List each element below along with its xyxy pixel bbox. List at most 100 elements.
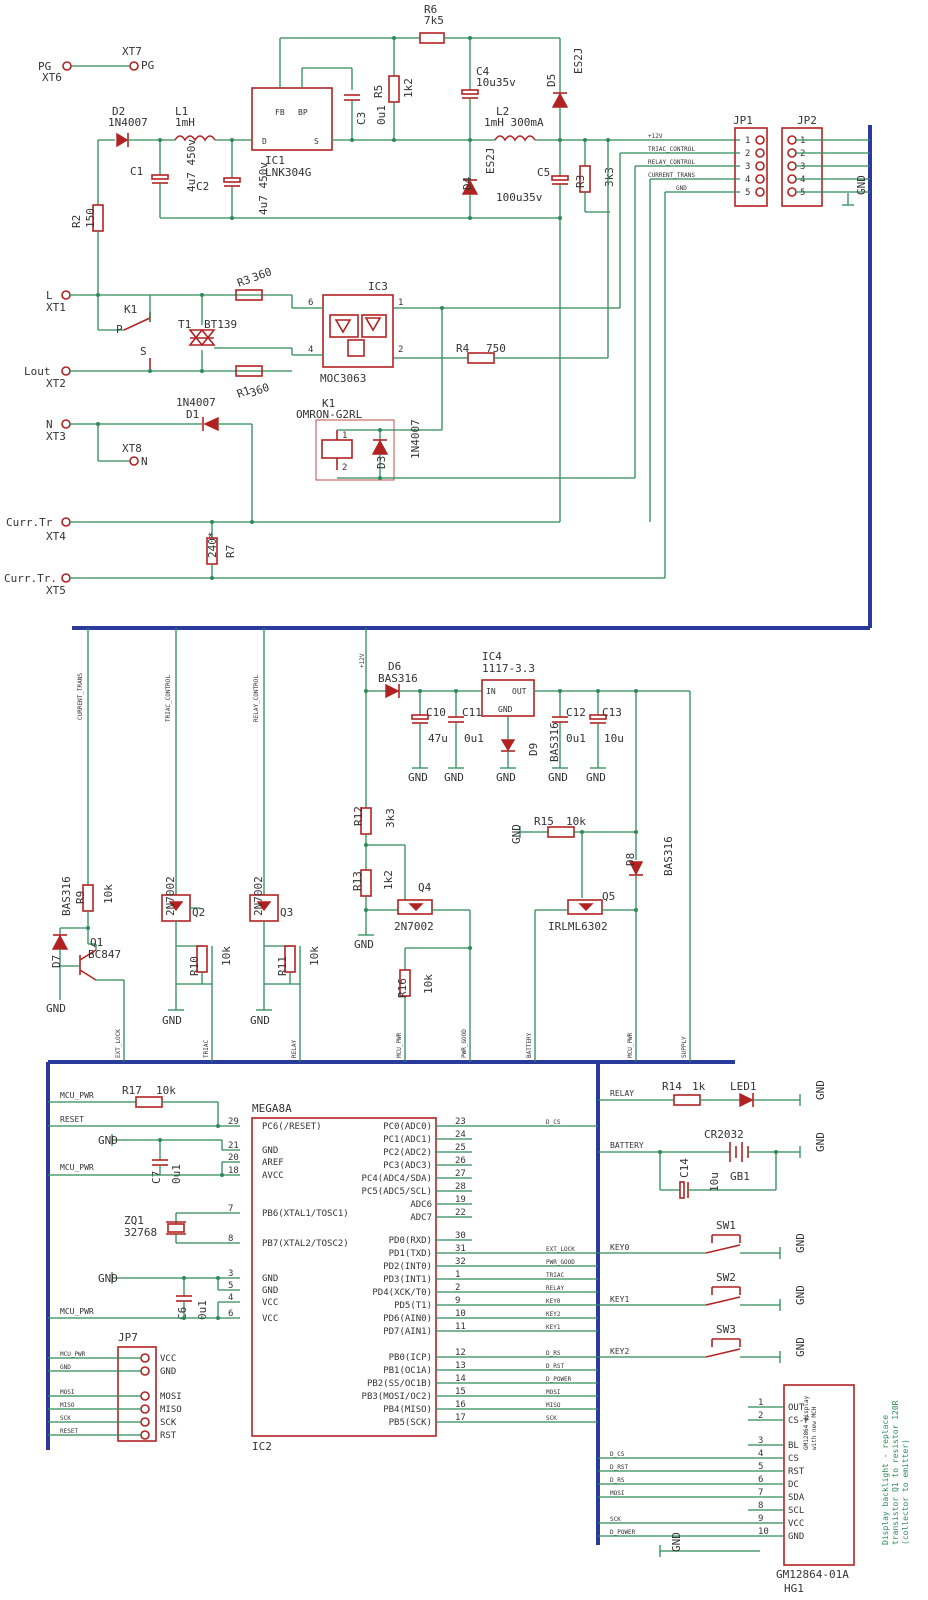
- svg-text:Curr.Tr: Curr.Tr: [6, 516, 53, 529]
- svg-text:LNK304G: LNK304G: [265, 166, 311, 179]
- svg-text:P: P: [116, 323, 123, 336]
- svg-text:D8: D8: [624, 853, 637, 866]
- svg-text:10u: 10u: [604, 732, 624, 745]
- svg-text:2: 2: [342, 463, 347, 473]
- svg-text:BC847: BC847: [88, 948, 121, 961]
- svg-text:R15: R15: [534, 815, 554, 828]
- svg-text:4u7 450v: 4u7 450v: [257, 162, 270, 215]
- ic2-pin-num: 14: [455, 1374, 466, 1384]
- jp2-pin-5: 5: [800, 188, 805, 198]
- lcd-pin-num: 2: [758, 1411, 763, 1421]
- ic2-pin-name: VCC: [262, 1298, 278, 1308]
- ic2-pin-name: PB2(SS/OC1B): [367, 1379, 432, 1389]
- svg-text:GND: GND: [670, 1532, 683, 1552]
- ic2-pin-num: 27: [455, 1169, 466, 1179]
- svg-text:XT2: XT2: [46, 377, 66, 390]
- svg-text:C5: C5: [537, 166, 550, 179]
- svg-text:ES2J: ES2J: [572, 48, 585, 75]
- lcd-net-label: D_POWER: [610, 1529, 636, 1536]
- r4: R4 750: [456, 138, 610, 364]
- ic2-pin-name: PB0(ICP): [389, 1353, 432, 1363]
- ic2-pin-num: 12: [455, 1348, 466, 1358]
- ic2-left-network: MCU_PWR R17 10k RESET GND C7 0u1 MCU_PWR…: [48, 1084, 240, 1320]
- jp2-pad: [787, 161, 797, 171]
- ic2-net-label: MOSI: [546, 1389, 561, 1396]
- svg-text:D2: D2: [112, 105, 125, 118]
- ic2-net-label: TRIAC: [546, 1272, 564, 1279]
- ic2-pin-name: PB7(XTAL2/TOSC2): [262, 1239, 349, 1249]
- svg-text:BAS316: BAS316: [548, 722, 561, 762]
- ic2-pin-num: 1: [455, 1270, 460, 1280]
- svg-text:JP1: JP1: [733, 114, 753, 127]
- svg-text:GB1: GB1: [730, 1170, 750, 1183]
- switch-net: KEY1: [610, 1295, 629, 1304]
- svg-text:D6: D6: [388, 660, 401, 673]
- bus-vertical-labels: CURRENT_TRANS TRIAC_CONTROL RELAY_CONTRO…: [77, 628, 366, 895]
- ic2-pin-name: PD4(XCK/T0): [372, 1288, 432, 1298]
- ic2-pin-num: 13: [455, 1361, 466, 1371]
- d1-n-line: 1N4007 D1: [70, 396, 253, 522]
- svg-text:D7: D7: [50, 955, 63, 968]
- ic2-net-label: D_RST: [546, 1363, 564, 1370]
- svg-text:L1: L1: [175, 105, 188, 118]
- ic2-pin-num: 25: [455, 1143, 466, 1153]
- svg-text:C11: C11: [462, 706, 482, 719]
- svg-text:EXT_LOCK: EXT_LOCK: [115, 1029, 122, 1058]
- jp1-nets: +12V TRIAC_CONTROL RELAY_CONTROL CURRENT…: [585, 133, 740, 578]
- svg-text:10k: 10k: [156, 1084, 176, 1097]
- svg-text:GND: GND: [676, 185, 687, 192]
- lcd-net-label: D_RST: [610, 1464, 628, 1471]
- svg-text:Q4: Q4: [418, 881, 432, 894]
- svg-text:240*: 240*: [206, 532, 219, 559]
- jp7-net: MCU_PWR: [60, 1351, 86, 1358]
- gnd-label: GND: [548, 771, 568, 784]
- svg-text:R17: R17: [122, 1084, 142, 1097]
- svg-text:R1: R1: [235, 384, 252, 401]
- ic2-pin-name: AREF: [262, 1158, 284, 1168]
- ic2-pin-name: PC6(/RESET): [262, 1122, 322, 1132]
- ic2-pin-num: 28: [455, 1182, 466, 1192]
- jp1-pin-3: 3: [745, 162, 750, 172]
- switch-contact: [705, 1296, 741, 1306]
- switch-contact: [705, 1348, 741, 1358]
- svg-text:BATTERY: BATTERY: [610, 1141, 644, 1150]
- svg-text:T1: T1: [178, 318, 191, 331]
- jp7-net: MISO: [60, 1402, 75, 1409]
- svg-text:MCU_PWR: MCU_PWR: [60, 1307, 94, 1316]
- ic2-pin-num: 24: [455, 1130, 466, 1140]
- lcd-pin-name: CS: [788, 1454, 799, 1464]
- svg-text:R6: R6: [424, 3, 437, 16]
- xt6-xt7-pg: PG XT6 XT7 PG: [38, 45, 154, 84]
- ic2-pin-num: 18: [228, 1166, 239, 1176]
- svg-text:360: 360: [248, 381, 271, 400]
- svg-text:2: 2: [398, 345, 403, 355]
- svg-text:PWR_GOOD: PWR_GOOD: [461, 1029, 468, 1058]
- gnd-label: GND: [408, 771, 428, 784]
- ic2-pin-num: 16: [455, 1400, 466, 1410]
- lcd-pin-name: SCL: [788, 1506, 804, 1516]
- jp2-pin-3: 3: [800, 162, 805, 172]
- svg-text:R9: R9: [74, 891, 87, 904]
- backlight-note: Display backlight - replacetransistor Q1…: [881, 1400, 910, 1545]
- q2-r10: 2N7002 Q2 R10 10k GND: [161, 876, 233, 1062]
- jp1-pad: [755, 161, 765, 171]
- r6: R6 7k5: [280, 3, 560, 44]
- lcd-pin-num: 6: [758, 1475, 763, 1485]
- svg-text:MCU_PWR: MCU_PWR: [396, 1032, 403, 1058]
- jp2-pad: [787, 187, 797, 197]
- c4: C4 10u35v: [461, 38, 516, 142]
- ic2-pin-num: 11: [455, 1322, 466, 1332]
- led-battery-switches: RELAY R14 1k LED1 GND BATTERY GND CR2032…: [598, 1080, 827, 1363]
- bus-net-labels: EXT_LOCK TRIAC RELAY MCU_PWR PWR_GOOD BA…: [115, 1029, 688, 1058]
- svg-text:GM12864-01A: GM12864-01A: [776, 1568, 849, 1581]
- lcd-net-label: D_CS: [610, 1451, 625, 1458]
- jp7-pin-name: RST: [160, 1431, 177, 1441]
- svg-text:0u1: 0u1: [375, 105, 388, 125]
- d5: D5 ES2J: [545, 38, 585, 140]
- ic2-pin-num: 8: [228, 1234, 233, 1244]
- svg-text:BP: BP: [298, 108, 308, 117]
- ic2-pin-num: 32: [455, 1257, 466, 1267]
- jp7-net: GND: [60, 1364, 71, 1371]
- jp7-pin-name: GND: [160, 1367, 176, 1377]
